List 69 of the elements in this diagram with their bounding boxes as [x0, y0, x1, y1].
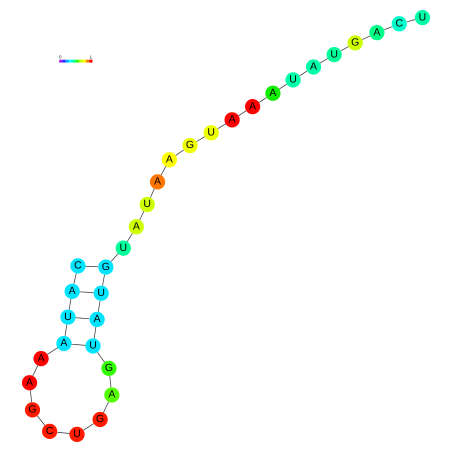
- connector: [97, 352, 105, 362]
- node-circle: G: [98, 260, 114, 275]
- connector: [175, 150, 184, 156]
- connector: [299, 70, 308, 76]
- node-circle: U: [414, 10, 430, 26]
- node-circle: U: [204, 125, 219, 140]
- node-circle: A: [22, 375, 38, 390]
- connector: [384, 26, 392, 30]
- node-circle: A: [369, 25, 385, 40]
- connector: [75, 317, 90, 320]
- connector: [103, 402, 109, 413]
- node-circle: A: [150, 174, 166, 190]
- connector: [30, 390, 32, 403]
- connector: [94, 326, 96, 339]
- node-circle: U: [116, 240, 131, 256]
- connector: [32, 365, 38, 376]
- node-circle: A: [224, 112, 240, 128]
- node-circle: A: [306, 59, 322, 75]
- node-circle: G: [24, 402, 40, 418]
- node-circle: A: [128, 219, 144, 234]
- node-circle: A: [64, 284, 80, 299]
- connector: [406, 19, 416, 22]
- node-circle: A: [162, 152, 177, 168]
- node-circle: G: [92, 412, 108, 428]
- node-circle: U: [285, 72, 301, 88]
- connector: [150, 188, 155, 198]
- node-circle: C: [392, 16, 407, 32]
- connector: [56, 432, 70, 434]
- connector: [278, 84, 288, 90]
- node-circle: A: [245, 99, 260, 114]
- connector: [98, 300, 100, 312]
- connector: [217, 123, 226, 129]
- connector: [320, 58, 328, 64]
- node-circle: A: [33, 350, 49, 366]
- connector: [37, 416, 46, 426]
- node-circle: A: [265, 86, 281, 101]
- connector: [109, 376, 112, 388]
- node-circle: G: [101, 360, 117, 376]
- connector: [110, 253, 118, 262]
- connector: [83, 423, 94, 431]
- connector: [79, 291, 94, 294]
- connector: [160, 166, 166, 176]
- connector: [102, 274, 105, 286]
- node-circle: U: [94, 286, 109, 301]
- connector: [139, 211, 144, 220]
- connector: [68, 298, 72, 310]
- connector: [238, 110, 246, 116]
- node-circle: C: [42, 424, 58, 440]
- node-circle: U: [85, 338, 101, 354]
- connector: [340, 46, 349, 52]
- node-circle: U: [140, 196, 155, 212]
- node-circle: U: [326, 47, 342, 62]
- connector: [74, 273, 77, 284]
- node-circle: A: [104, 387, 120, 403]
- connector: [64, 324, 68, 336]
- node-circle: A: [89, 312, 105, 328]
- connector: [258, 97, 267, 103]
- node-circle: G: [182, 138, 198, 154]
- node-circle: U: [60, 310, 76, 325]
- connector: [196, 136, 205, 142]
- node-circle: U: [69, 426, 85, 442]
- connector: [362, 36, 370, 40]
- node-circle: G: [348, 35, 363, 50]
- connector: [126, 233, 133, 242]
- node-circle: C: [70, 258, 86, 274]
- connector: [47, 347, 58, 355]
- node-circle: A: [56, 336, 72, 352]
- connector: [71, 344, 86, 346]
- connector: [85, 266, 99, 268]
